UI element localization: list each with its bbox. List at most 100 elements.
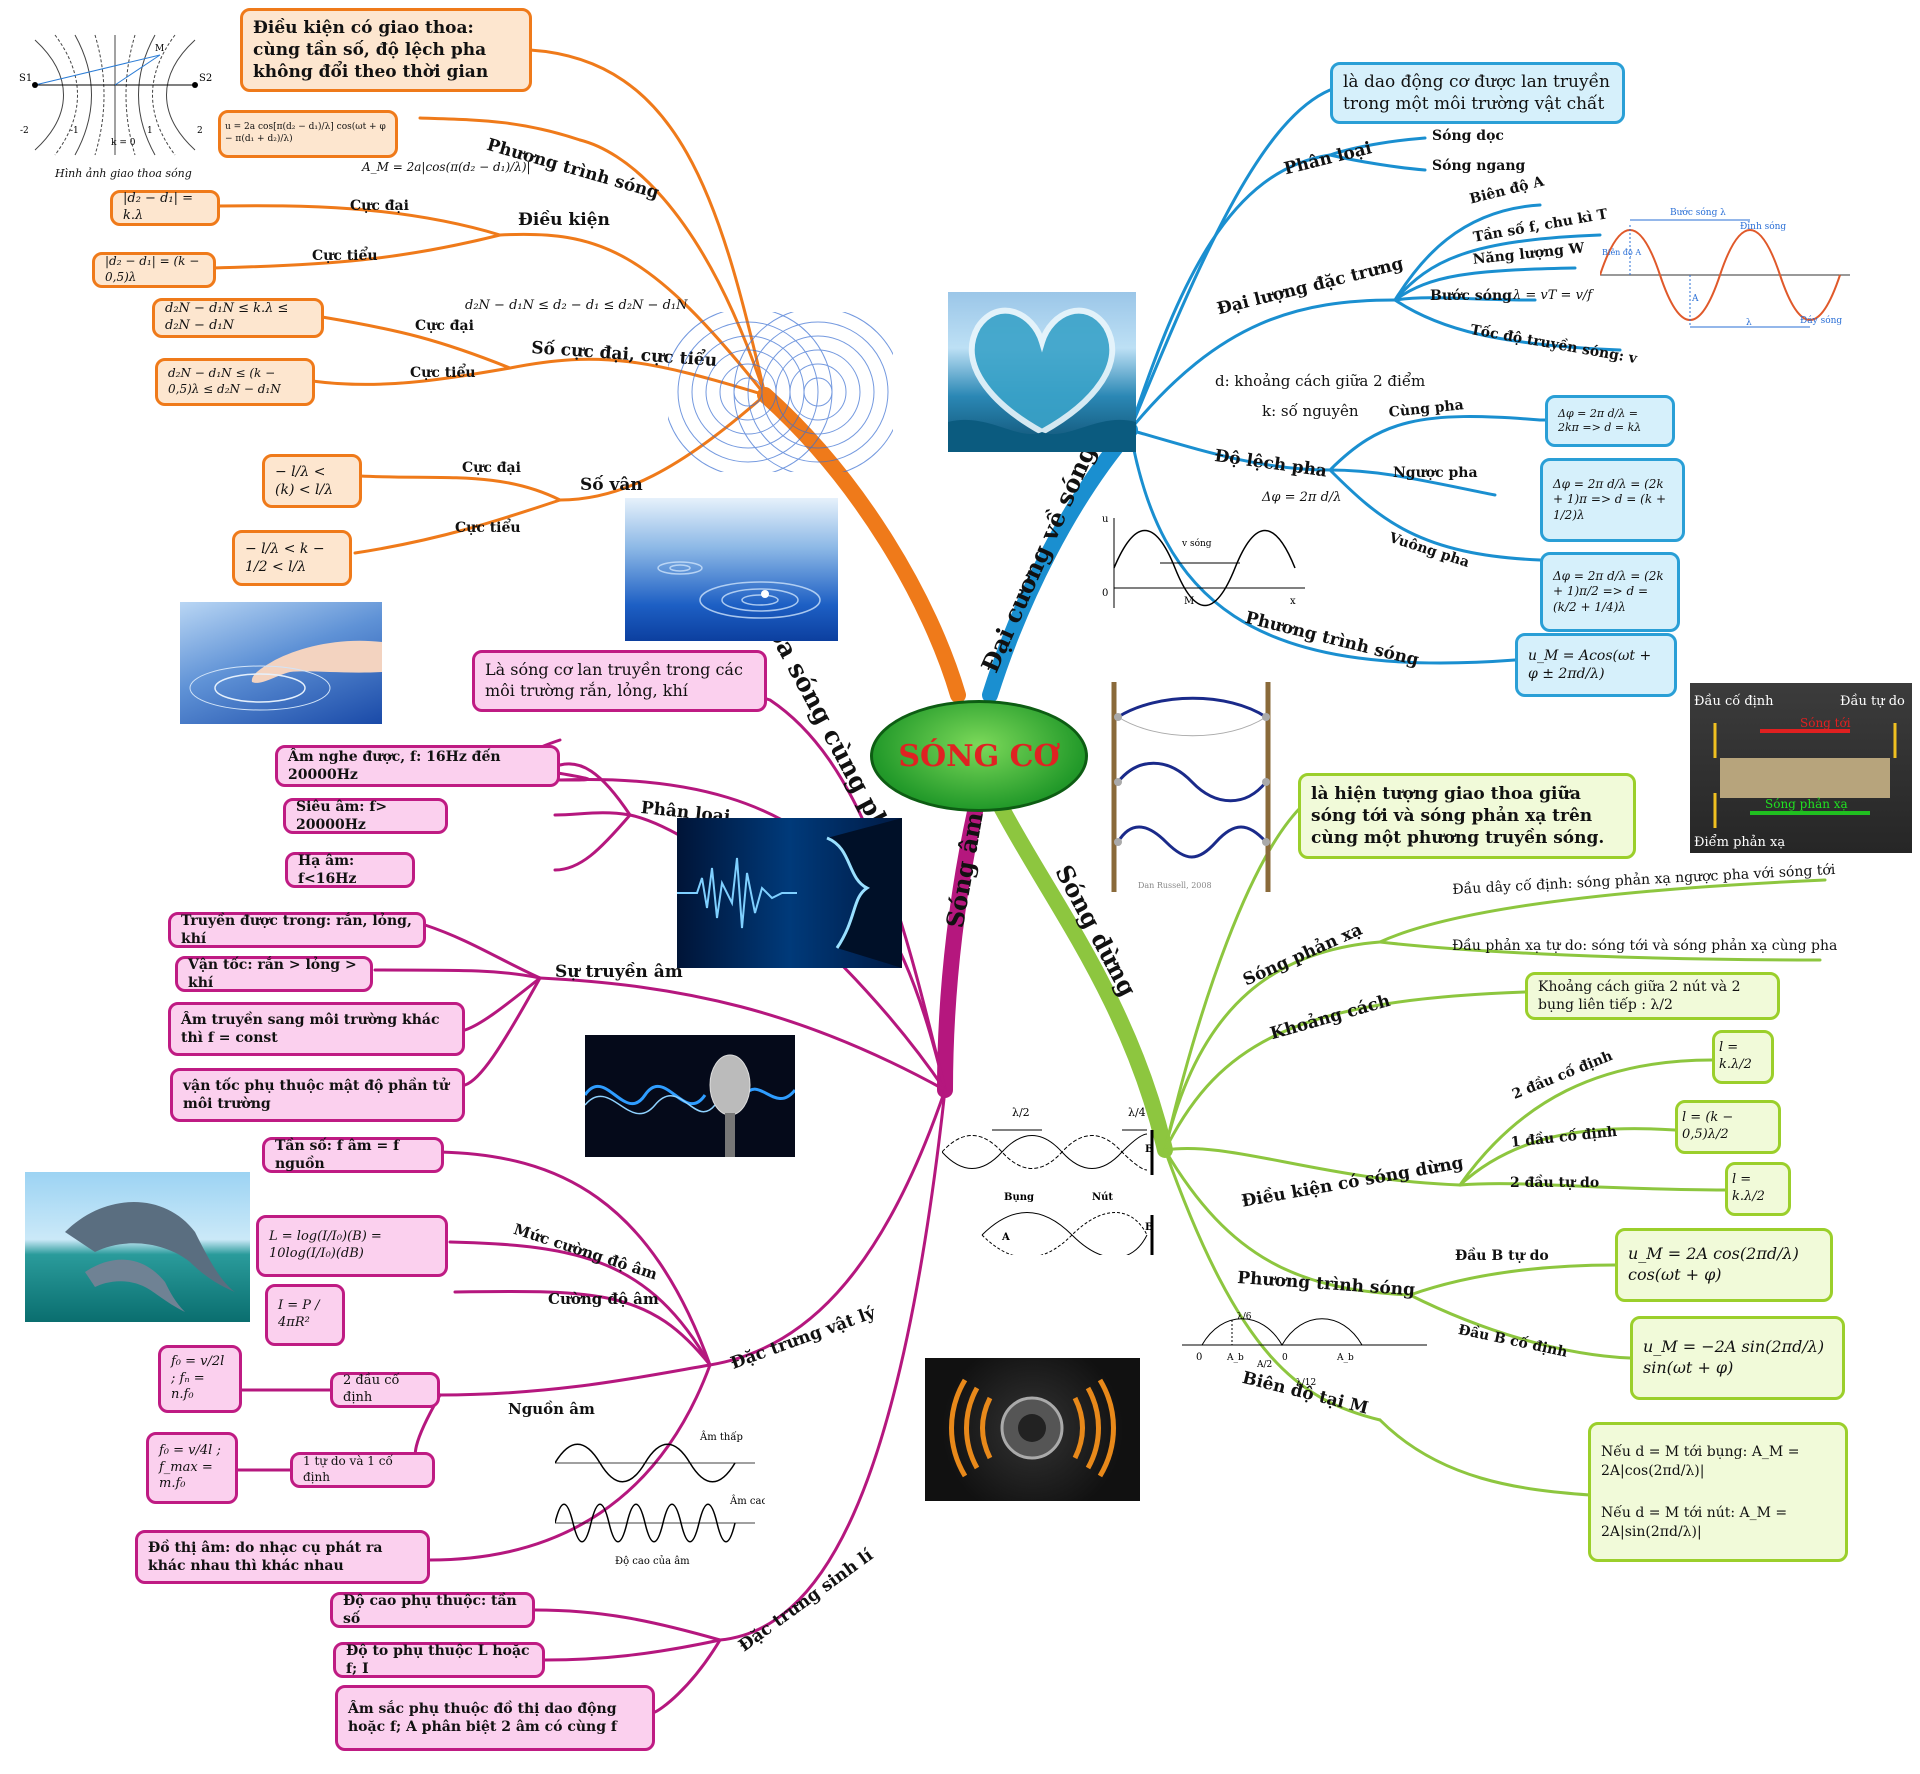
sound-audible-box: Âm nghe được, f: 16Hz đến 20000Hz [275, 745, 560, 787]
interference-cond-max-label: Cực đại [350, 198, 409, 214]
sound-pitch-text: Độ cao phụ thuộc: tần số [343, 1592, 517, 1627]
heart-wave-shape [948, 307, 1136, 452]
standing-amp-text-2: Nếu d = M tới nút: A_M = 2A|sin(2πd/λ)| [1601, 1505, 1788, 1540]
interference-ripple-graphic [663, 307, 903, 477]
rope-incident-text: Sóng tới [1800, 716, 1851, 730]
standing-amp-text-1: Nếu d = M tới bụng: A_M = 2A|cos(2πd/λ)| [1601, 1444, 1800, 1479]
svg-text:2: 2 [197, 126, 203, 136]
sound-two-fixed-formula-text: f₀ = v/2l ; fₙ = n.f₀ [171, 1353, 225, 1403]
interference-count-max-label: Cực đại [415, 318, 474, 334]
standing-amp-box: Nếu d = M tới bụng: A_M = 2A|cos(2πd/λ)|… [1588, 1422, 1848, 1562]
standing-node-diagram: λ/2 λ/4 B Bụng Nút A B [941, 1100, 1164, 1258]
sound-pitch-box: Độ cao phụ thuộc: tần số [330, 1592, 535, 1628]
standing-rope-photo: Đầu cố định Đầu tự do Sóng tới Sóng phản… [1690, 683, 1912, 853]
pitch-graphs-svg: Âm thấp Âm cao Độ cao của âm [554, 1431, 767, 1567]
interference-cond-min-label: Cực tiểu [312, 248, 378, 264]
interference-wave-eq-text: u = 2a cos[π(d₂ − d₁)/λ] cos(ωt + φ − π(… [225, 122, 386, 144]
s1-label: S1 [19, 73, 32, 84]
standing-definition-box: là hiện tượng giao thoa giữa sóng tới và… [1298, 773, 1636, 859]
general-quad-text: Δφ = 2π d/λ = (2k + 1)π/2 => d = (k/2 + … [1553, 568, 1664, 614]
sound-infra-text: Hạ âm: f<16Hz [298, 852, 357, 887]
interference-count-max-box: d₂N − d₁N ≤ k.λ ≤ d₂N − d₁N [152, 298, 324, 338]
center-node[interactable]: SÓNG CƠ [870, 700, 1088, 812]
interference-condition-box: Điều kiện có giao thoa: cùng tần số, độ … [240, 8, 532, 92]
rope-free-end-text: Đầu tự do [1840, 693, 1905, 709]
interference-count-range: d₂N − d₁N ≤ d₂ − d₁ ≤ d₂N − d₁N [465, 298, 688, 313]
svg-text:-1: -1 [70, 126, 79, 136]
interference-wave-eq-box: u = 2a cos[π(d₂ − d₁)/λ] cos(ωt + φ − π(… [218, 110, 398, 158]
standing-reflected-free: Đầu phản xạ tự do: sóng tới và sóng phản… [1452, 938, 1838, 954]
interference-cond-min-text: |d₂ − d₁| = (k − 0,5)λ [105, 254, 200, 284]
general-anti-phase: Ngược pha [1393, 465, 1478, 481]
general-wavelength: Bước sóng [1430, 288, 1512, 304]
interference-cond-max-text: |d₂ − d₁| = k.λ [123, 191, 194, 223]
string-modes-svg: Dan Russell, 2008 [1111, 682, 1271, 892]
sound-loudness-box: Độ to phụ thuộc L hoặc f; I [333, 1642, 545, 1678]
s2-label: S2 [199, 73, 212, 84]
rope-photo-svg: Đầu cố định Đầu tự do Sóng tới Sóng phản… [1694, 693, 1905, 850]
sound-ultra-text: Siêu âm: f> 20000Hz [296, 798, 388, 833]
sound-prop-3-box: Âm truyền sang môi trường khác thì f = c… [168, 1002, 465, 1056]
ux-m-label: M [1184, 596, 1194, 607]
sound-intensity-text: I = P / 4πR² [278, 1298, 320, 1330]
interference-cond-min-box: |d₂ − d₁| = (k − 0,5)λ [92, 252, 216, 288]
sound-intensity-box: I = P / 4πR² [265, 1284, 345, 1346]
sound-source-label: Nguồn âm [508, 1400, 595, 1418]
general-wavelength-formula: λ = vT = v/f [1513, 288, 1593, 303]
general-anti-phase-text: Δφ = 2π d/λ = (2k + 1)π => d = (k + 1/2)… [1553, 476, 1666, 522]
interference-fringe-min-box: − l/λ < k − 1/2 < l/λ [232, 530, 352, 586]
sound-prop-1-text: Truyền được trong: rắn, lỏng, khí [181, 912, 412, 947]
node-diagram-svg: λ/2 λ/4 B Bụng Nút A B [941, 1106, 1154, 1258]
hand-water-photo [180, 602, 382, 724]
general-definition-text: là dao động cơ được lan truyền trong một… [1343, 71, 1610, 114]
node-b2-text: B [1145, 1222, 1153, 1233]
sound-freq-box: Tần số: f âm = f nguồn [262, 1137, 444, 1173]
standing-distance-text: Khoảng cách giữa 2 nút và 2 bụng liên ti… [1538, 978, 1741, 1013]
speaker-svg [949, 1378, 1116, 1478]
wave-graph-wavelength-text: Bước sóng λ [1670, 207, 1726, 218]
node-node-text: Nút [1092, 1192, 1113, 1203]
interference-condition-text: Điều kiện có giao thoa: cùng tần số, độ … [253, 17, 489, 83]
interference-cond-label: Điều kiện [518, 210, 610, 230]
interference-figure-caption: Hình ảnh giao thoa sóng [55, 167, 192, 180]
node-antinode-text: Bụng [1004, 1192, 1034, 1203]
heart-wave-photo [948, 292, 1136, 452]
standing-one-fixed-text: l = (k − 0,5)λ/2 [1682, 1110, 1734, 1142]
water-drop-ripples [657, 561, 821, 619]
general-longitudinal: Sóng dọc [1432, 128, 1504, 144]
node-half-text: λ/2 [1012, 1106, 1030, 1119]
general-definition-box: là dao động cơ được lan truyền trong một… [1330, 62, 1625, 124]
sound-two-fixed-text: 2 đầu cố định [343, 1373, 400, 1405]
standing-free-b-box: u_M = 2A cos(2πd/λ) cos(ωt + φ) [1615, 1228, 1833, 1302]
dolphin-svg [65, 1202, 235, 1312]
sound-pitch-graphs: Âm thấp Âm cao Độ cao của âm [554, 1428, 767, 1568]
standing-one-fixed-box: l = (k − 0,5)λ/2 [1675, 1100, 1781, 1154]
interference-fringe-max-box: − l/λ < (k) < l/λ [262, 454, 362, 508]
general-ux-graph: u x 0 M v sóng [1100, 508, 1310, 618]
sound-freq-text: Tần số: f âm = f nguồn [275, 1137, 400, 1172]
sound-prop-1-box: Truyền được trong: rắn, lỏng, khí [168, 912, 426, 948]
ux-u-label: u [1102, 514, 1109, 525]
wave-graph-crest-text: Đỉnh sóng [1740, 221, 1786, 232]
standing-string-modes-image: Dan Russell, 2008 [1108, 682, 1278, 892]
amp-sixth-text: λ/6 [1237, 1312, 1252, 1322]
microphone-photo [585, 1035, 795, 1157]
sound-prop-2-text: Vận tốc: rắn > lỏng > khí [188, 956, 357, 991]
standing-two-free-text: l = k.λ/2 [1732, 1172, 1765, 1204]
ux-x-label: x [1290, 596, 1296, 607]
sound-infra-box: Hạ âm: f<16Hz [285, 852, 415, 888]
general-k-note-text: k: số nguyên [1262, 402, 1359, 420]
sound-one-free-text: 1 tự do và 1 cố định [303, 1454, 393, 1484]
standing-distance-box: Khoảng cách giữa 2 nút và 2 bụng liên ti… [1525, 972, 1780, 1020]
voice-wave-photo [677, 818, 902, 968]
standing-definition-text: là hiện tượng giao thoa giữa sóng tới và… [1311, 783, 1605, 849]
wave-graph-lambda-text: λ [1746, 318, 1752, 328]
amplitude-diagram-svg: 0 A_b A/2 0 A_b λ/6 λ/12 [1182, 1312, 1427, 1388]
wave-graph-amplitude-text: Biên độ A [1602, 248, 1641, 257]
microphone-svg [585, 1054, 795, 1157]
general-d-note-text: d: khoảng cách giữa 2 điểm [1215, 372, 1426, 390]
interference-count-min-label: Cực tiểu [410, 365, 476, 381]
interference-cond-max-box: |d₂ − d₁| = k.λ [110, 190, 220, 226]
pitch-low-text: Âm thấp [699, 1431, 743, 1443]
